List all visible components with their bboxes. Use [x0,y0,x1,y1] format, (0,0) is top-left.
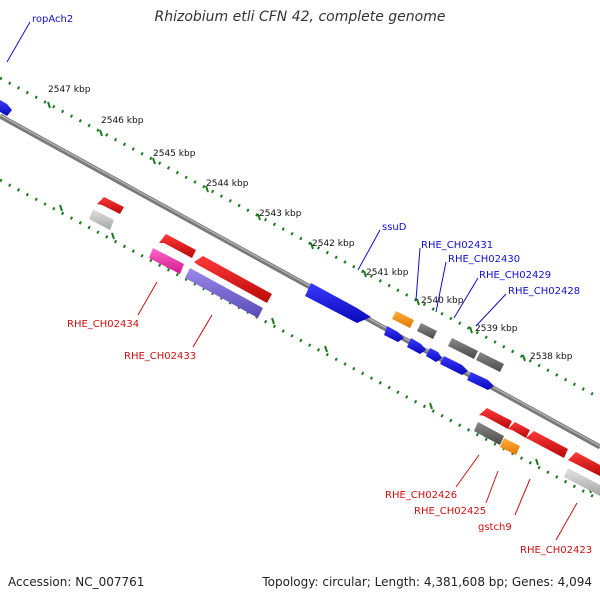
gene-red-a[interactable] [97,197,124,214]
gene-gray-2429[interactable] [448,338,478,359]
gene-red-f[interactable] [568,452,600,476]
label-RHE_CH02431[interactable]: RHE_CH02431 [421,240,493,251]
gene-blue-a[interactable] [384,326,404,342]
label-RHE_CH02434[interactable]: RHE_CH02434 [67,319,139,330]
label-RHE_CH02423[interactable]: RHE_CH02423 [520,545,592,556]
map-title: Rhizobium etli CFN 42, complete genome [154,9,446,25]
label-RHE_CH02433[interactable]: RHE_CH02433 [124,351,196,362]
label-RHE_CH02425[interactable]: RHE_CH02425 [414,506,486,517]
tick-label: 2539 kbp [475,324,518,334]
tick-label: 2541 kbp [366,268,409,278]
forward-genes [0,100,494,390]
tick-label: 2540 kbp [421,296,464,306]
tick-label: 2545 kbp [153,149,196,159]
gene-red-b[interactable] [159,234,196,258]
gene-lightgray-2423[interactable] [564,468,600,496]
label-ssuD[interactable]: ssuD [382,222,407,233]
tick-label: 2543 kbp [259,209,302,219]
tick-label: 2542 kbp [312,239,355,249]
gene-blue-b[interactable] [407,338,426,354]
genome-backbone [0,113,600,450]
gene-labels: ropAch2 ssuD RHE_CH02431 RHE_CH02430 RHE… [32,14,592,556]
tick-labels: 2547 kbp 2546 kbp 2545 kbp 2544 kbp 2543… [48,85,573,362]
tick-track-upper [0,76,600,400]
label-RHE_CH02428[interactable]: RHE_CH02428 [508,286,580,297]
major-ticks [47,101,592,494]
gene-gray-2426[interactable] [474,422,504,445]
gene-purple-2433[interactable] [185,268,263,318]
gene-ssuD[interactable] [305,283,371,323]
reverse-genes-right [474,408,600,496]
label-ropAch2[interactable]: ropAch2 [32,14,73,25]
gene-lightgray-a[interactable] [89,209,114,230]
reverse-genes-left [89,197,272,318]
topology-text: Topology: circular; Length: 4,381,608 bp… [262,575,592,589]
gene-blue-c[interactable] [426,348,442,362]
label-gstch9[interactable]: gstch9 [478,522,512,533]
gene-blue-d[interactable] [440,356,468,375]
label-RHE_CH02426[interactable]: RHE_CH02426 [385,490,457,501]
upper-genes [392,311,504,372]
tick-label: 2546 kbp [101,116,144,126]
gene-ropAch2[interactable] [0,100,12,116]
gene-gray-2430[interactable] [417,323,437,339]
gene-orange-2425[interactable] [500,438,520,455]
label-RHE_CH02429[interactable]: RHE_CH02429 [479,270,551,281]
gene-gray-2428[interactable] [476,352,504,372]
tick-label: 2547 kbp [48,85,91,95]
gene-blue-e[interactable] [467,372,494,390]
gene-orange-2431[interactable] [392,311,414,328]
gene-red-d[interactable] [479,408,512,429]
tick-track-lower [0,178,600,502]
label-connectors [6,21,578,541]
label-RHE_CH02430[interactable]: RHE_CH02430 [448,254,520,265]
tick-label: 2538 kbp [530,352,573,362]
gene-red-c[interactable] [194,256,272,303]
accession-text: Accession: NC_007761 [8,575,145,589]
gene-red-gstch9[interactable] [526,431,568,458]
gene-red-e[interactable] [508,422,530,438]
gene-pink-2434[interactable] [149,248,184,274]
tick-label: 2544 kbp [206,179,249,189]
